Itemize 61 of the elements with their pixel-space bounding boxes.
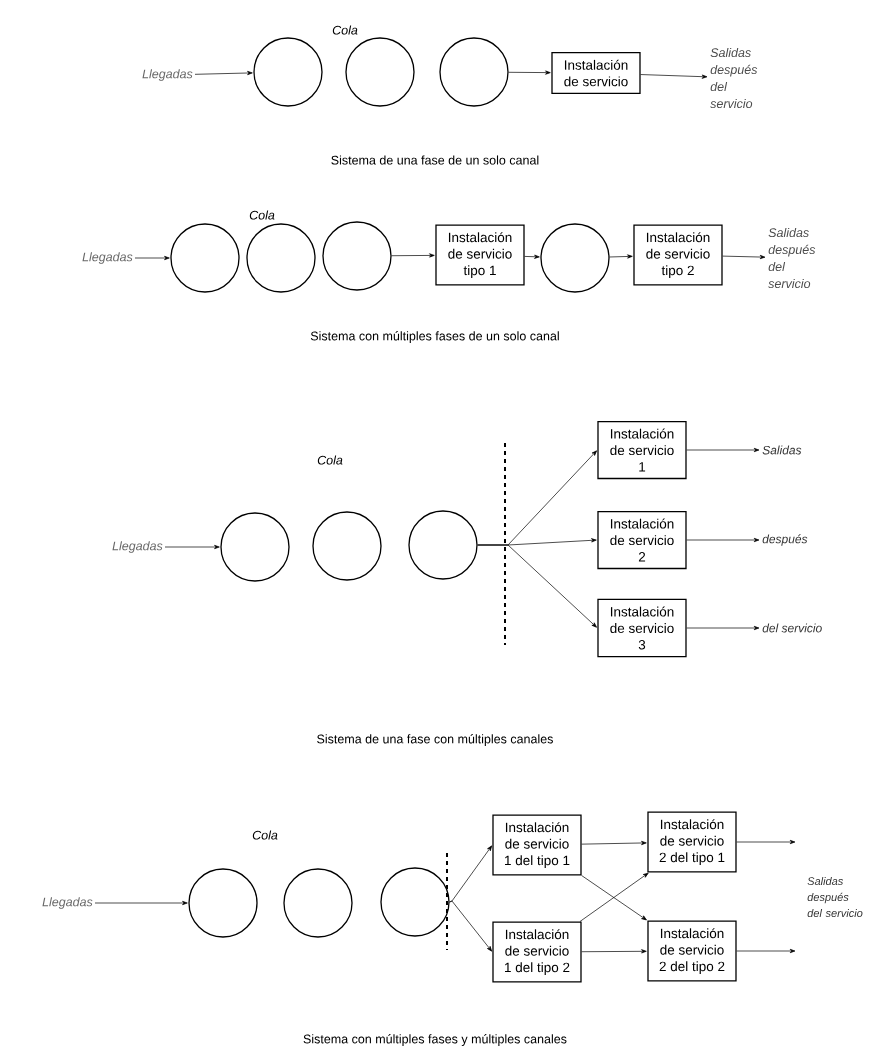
queue-circle [439,37,509,107]
queue-circle [540,223,610,293]
queue-circle [345,37,415,107]
arrow [640,74,708,79]
arrow [722,254,766,260]
service-box: Instalación de servicio tipo 2 [633,224,723,286]
queue-circle [246,223,316,293]
arrow [134,255,170,261]
service-box: Instalación de servicio 2 del tipo 1 [647,811,737,873]
queue-label: Cola [252,830,278,840]
arrivals-label: Llegadas [112,541,163,553]
service-box: Instalación de servicio 3 [597,598,687,658]
service-box: Instalación de servicio 1 del tipo 1 [492,814,582,876]
service-box: Instalación de servicio 2 del tipo 2 [647,920,737,982]
service-box: Instalación de servicio 2 [597,510,687,570]
arrow [686,447,760,453]
arrow [581,949,647,954]
queue-circle [283,868,353,938]
arrow [449,845,493,903]
arrow [508,70,551,75]
queue-circle [253,37,323,107]
queue-circle [220,512,290,582]
queue-circle [312,511,382,581]
service-box: Instalación de servicio tipo 1 [435,224,525,286]
departures-label: después [762,534,808,546]
departures-label: del servicio [762,623,822,633]
service-box: Instalación de servicio [551,52,641,94]
arrow [449,900,493,952]
caption: Sistema con múltiples fases de un solo canal [310,331,559,343]
arrow [581,840,647,846]
departures-label: Salidas después del servicio [768,227,816,289]
caption: Sistema de una fase con múltiples canales [317,734,553,746]
arrivals-label: Llegadas [142,69,193,81]
queue-label: Cola [317,455,343,465]
queue-circle [170,223,240,293]
arrow [477,544,597,628]
arrow [164,544,220,550]
caption: Sistema de una fase de un solo canal [331,155,539,165]
arrow [736,839,796,845]
service-box: Instalación de servicio 1 del tipo 2 [492,921,582,983]
caption: Sistema con múltiples fases y múltiples canales [303,1034,567,1046]
arrow [94,900,188,906]
arrow [391,253,435,258]
arrivals-label: Llegadas [82,252,133,264]
queue-circle [380,867,450,937]
arrow [194,70,253,76]
arrow [609,254,633,259]
arrivals-label: Llegadas [42,897,93,909]
queue-circle [408,510,478,580]
arrow [686,625,760,631]
service-box: Instalación de servicio 1 [597,420,687,480]
departures-label: Salidas después del servicio [807,876,863,918]
departures-label: Salidas después del servicio [710,47,758,109]
queue-label: Cola [249,210,275,220]
queue-circle [322,221,392,291]
departures-label: Salidas [762,445,802,455]
queue-label: Cola [332,25,358,35]
queue-circle [188,868,258,938]
arrow [736,948,796,954]
arrow [686,537,760,543]
arrow [524,254,540,259]
